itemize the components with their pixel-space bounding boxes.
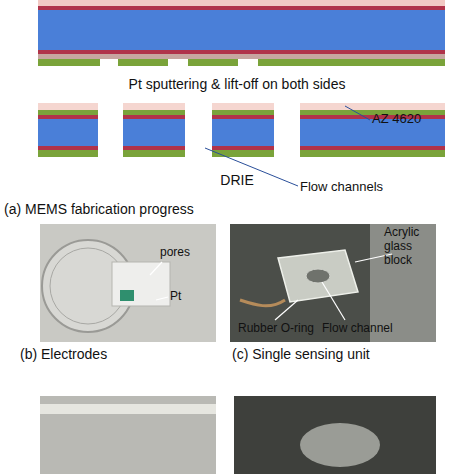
pt-pad [258,59,445,66]
silicon-layer [38,10,445,50]
pt-pad [38,59,100,66]
layer-label: AZ 4620 [372,112,421,127]
part-label: Pt [170,290,181,304]
part-label: pores [160,246,190,260]
oxide-layer [38,50,445,54]
part-label: Flow channel [322,322,393,336]
oxide-layer [38,6,445,10]
wafer-stack [38,0,445,66]
step-caption: DRIE [220,172,253,188]
pt-pad [188,59,238,66]
pt-pad [118,59,168,66]
panel-caption: (b) Electrodes [20,346,107,362]
panel-caption: (c) Single sensing unit [232,346,370,362]
step-caption: Pt sputtering & lift-off on both sides [129,76,346,92]
resist-layer [38,54,445,59]
panel-caption: (a) MEMS fabrication progress [4,201,194,217]
bottom-photos [40,396,436,474]
resist-layer [38,0,445,6]
part-label: Rubber O-ring [238,322,314,336]
part-label: Acrylic glass block [384,226,440,267]
electrode-photo [40,224,216,342]
etched-wafer [38,103,445,157]
part-label: Flow channels [300,180,383,195]
